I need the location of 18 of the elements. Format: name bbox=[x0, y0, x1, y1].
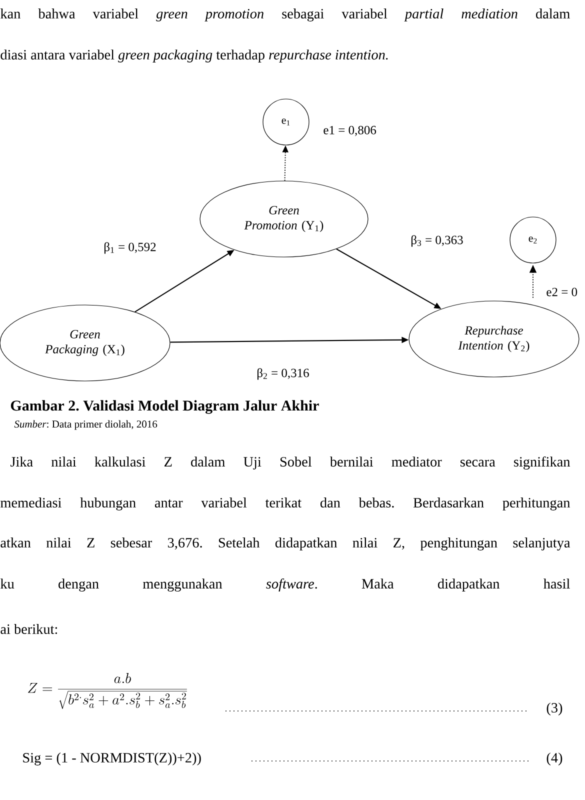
figure-caption: Gambar 2. Validasi Model Diagram Jalur Akhir bbox=[10, 400, 319, 414]
edge-label: β$_{1}$ = 0,592 bbox=[102, 241, 158, 255]
edge-label: e2 = 0 bbox=[545, 286, 579, 298]
body-text: ai berikut: bbox=[0, 624, 58, 634]
body-text: (3) bbox=[546, 702, 562, 716]
body-text: Sig = (1 - NORMDIST(Z))+2)) bbox=[23, 752, 201, 766]
equation: $Z = \frac{a.b}{\sqrt{b^{2\cdot}s_{a}^{2} + a^{2}.s_{b}^{2} + s_{a}^{2}.s_{b}^{2}}}$ bbox=[28, 673, 187, 709]
edge-label: β$_{2}$ = 0,316 bbox=[256, 367, 310, 381]
body-text: ku dengan menggunakan software. Maka didapatkan hasil bbox=[0, 578, 570, 592]
edge-label: e1 = 0,806 bbox=[322, 124, 378, 138]
body-text: atkan nilai Z sebesar 3,676. Setelah didapatkan nilai Z, penghitungan selanjutya bbox=[0, 538, 570, 550]
body-text: Jika nilai kalkulasi Z dalam Uji Sobel bernilai mediator secara signifikan bbox=[10, 456, 570, 470]
source-note: Sumber: Data primer diolah, 2016 bbox=[14, 420, 158, 430]
body-text: diasi antara variabel green packaging terhadap repurchase intention. bbox=[0, 50, 388, 62]
body-text: kan bahwa variabel green promotion sebagai variabel partial mediation dalam bbox=[0, 8, 570, 22]
body-text: memediasi hubungan antar variabel terikat dan bebas. Berdasarkan perhitungan bbox=[0, 498, 570, 510]
body-text: (4) bbox=[546, 752, 562, 766]
edge-label: β$_{3}$ = 0,363 bbox=[410, 234, 464, 248]
